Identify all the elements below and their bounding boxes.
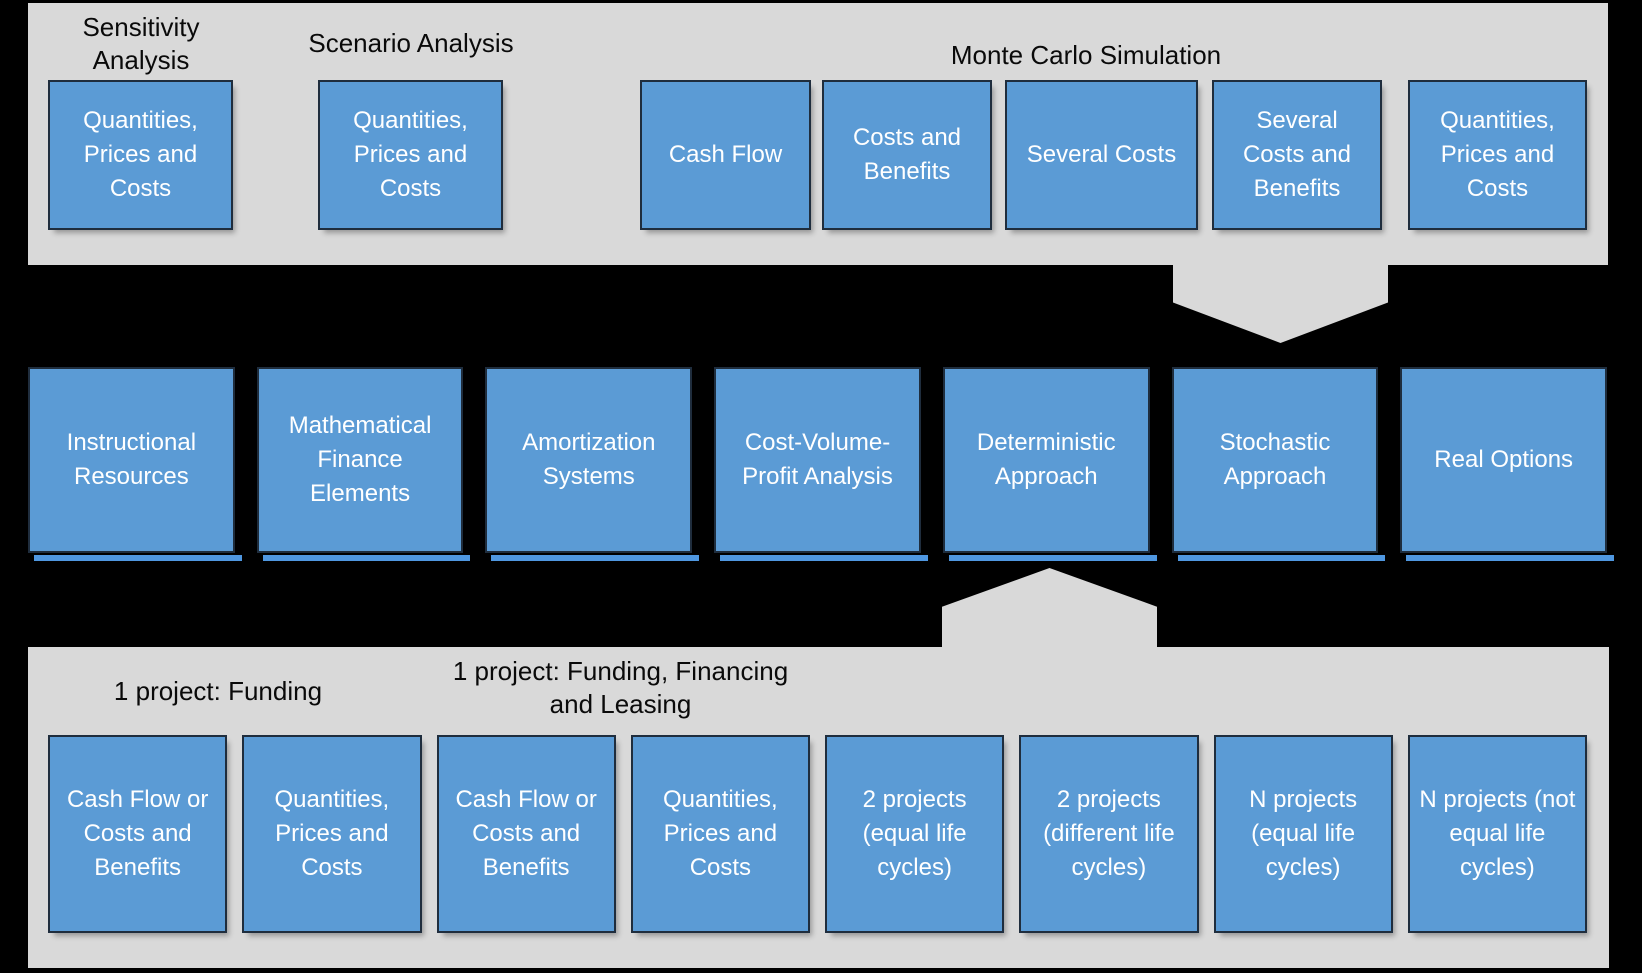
box-several-costs: Several Costs xyxy=(1005,80,1198,230)
box-2-projects-different-life-cycles: 2 projects (different life cycles) xyxy=(1019,735,1199,933)
one-project-funding-title: 1 project: Funding xyxy=(113,676,323,706)
box-sensitivity-quantities-prices-costs: Quantities, Prices and Costs xyxy=(48,80,233,230)
middle-row: Instructional Resources Mathematical Fin… xyxy=(28,367,1614,561)
box-stochastic-approach: Stochastic Approach xyxy=(1171,367,1386,561)
box-montecarlo-quantities-prices-costs: Quantities, Prices and Costs xyxy=(1408,80,1587,230)
box-instructional-resources: Instructional Resources xyxy=(28,367,242,561)
box-cash-flow: Cash Flow xyxy=(640,80,811,230)
one-project-funding-financing-leasing-title: 1 project: Funding, Financing and Leasin… xyxy=(452,656,789,719)
box-financing-cash-flow-or-costs-benefits: Cash Flow or Costs and Benefits xyxy=(436,735,616,933)
scenario-analysis-title: Scenario Analysis xyxy=(308,28,514,58)
bottom-box-row: Cash Flow or Costs and Benefits Quantiti… xyxy=(48,735,1587,933)
box-funding-cash-flow-or-costs-benefits: Cash Flow or Costs and Benefits xyxy=(48,735,228,933)
box-funding-quantities-prices-costs: Quantities, Prices and Costs xyxy=(242,735,422,933)
box-costs-and-benefits: Costs and Benefits xyxy=(822,80,992,230)
sensitivity-analysis-title: Sensitivity Analysis xyxy=(82,12,200,75)
monte-carlo-simulation-title: Monte Carlo Simulation xyxy=(950,40,1222,70)
bottom-band: 1 project: Funding 1 project: Funding, F… xyxy=(28,647,1609,968)
box-2-projects-equal-life-cycles: 2 projects (equal life cycles) xyxy=(825,735,1005,933)
down-arrow-connector xyxy=(1173,265,1388,343)
box-scenario-quantities-prices-costs: Quantities, Prices and Costs xyxy=(318,80,503,230)
box-several-costs-and-benefits: Several Costs and Benefits xyxy=(1212,80,1382,230)
top-band: Sensitivity Analysis Scenario Analysis M… xyxy=(28,3,1608,265)
box-financing-quantities-prices-costs: Quantities, Prices and Costs xyxy=(630,735,810,933)
box-deterministic-approach: Deterministic Approach xyxy=(942,367,1157,561)
box-cost-volume-profit-analysis: Cost-Volume-Profit Analysis xyxy=(714,367,928,561)
box-n-projects-not-equal-life-cycles: N projects (not equal life cycles) xyxy=(1407,735,1587,933)
box-real-options: Real Options xyxy=(1400,367,1614,561)
up-arrow-connector xyxy=(942,568,1157,647)
box-amortization-systems: Amortization Systems xyxy=(485,367,699,561)
box-n-projects-equal-life-cycles: N projects (equal life cycles) xyxy=(1213,735,1393,933)
box-mathematical-finance-elements: Mathematical Finance Elements xyxy=(256,367,471,561)
